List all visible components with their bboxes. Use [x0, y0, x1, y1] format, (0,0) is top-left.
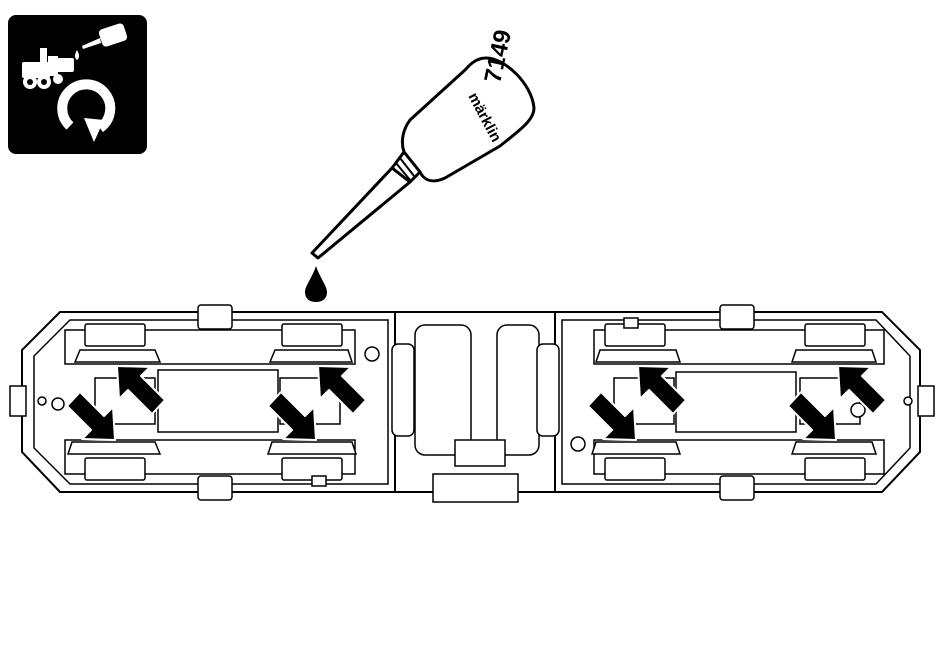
- oil-bottle: märklin 7149: [312, 27, 534, 258]
- oil-drop: [305, 266, 327, 302]
- lubrication-maintenance-icon: [8, 15, 147, 154]
